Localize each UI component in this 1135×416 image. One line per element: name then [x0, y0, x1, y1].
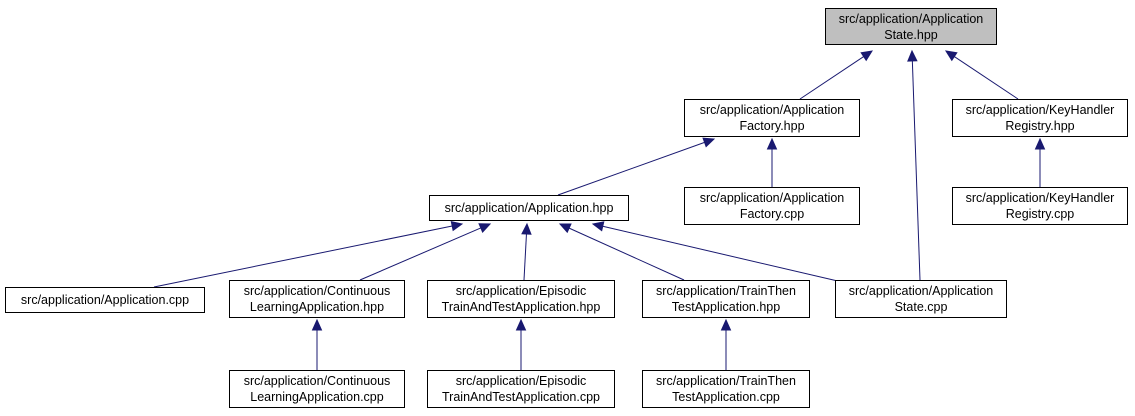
node-label-line: src/application/Application	[699, 191, 845, 205]
node-label-line: src/application/Application.cpp	[20, 293, 190, 307]
arrowhead-icon	[311, 318, 323, 331]
edge-layer	[153, 49, 1046, 370]
edge-line	[557, 141, 705, 196]
node-label-line: LearningApplication.hpp	[249, 300, 385, 314]
node-label-line: LearningApplication.cpp	[250, 390, 384, 404]
node-label-line: TestApplication.cpp	[672, 390, 780, 404]
edge-continuous_hpp-to-application_hpp	[359, 223, 492, 281]
edge-trainthen_cpp-to-trainthen_hpp	[720, 318, 732, 370]
edge-line	[568, 227, 685, 281]
edge-keyhandler_registry_hpp-to-app_state_hpp	[944, 50, 1019, 100]
edge-line	[602, 225, 843, 283]
node-label-line: State.cpp	[894, 300, 948, 314]
arrowhead-icon	[450, 220, 464, 232]
edge-line	[153, 225, 453, 288]
edge-line	[523, 233, 527, 281]
arrowhead-icon	[521, 222, 532, 235]
node-application-hpp[interactable]: src/application/Application.hpp	[429, 195, 629, 221]
node-label-line: src/application/KeyHandler	[965, 191, 1115, 205]
edge-line	[799, 56, 864, 100]
node-label-line: TrainAndTestApplication.hpp	[441, 300, 601, 314]
edge-application_hpp-to-app_factory_hpp	[557, 137, 716, 196]
arrowhead-icon	[591, 221, 605, 232]
edge-app_state_cpp-to-app_state_hpp	[907, 49, 921, 281]
node-label-line: src/application/Application	[838, 11, 984, 26]
edge-line	[911, 60, 921, 281]
edge-episodic_cpp-to-episodic_hpp	[515, 318, 527, 370]
node-label-line: State.hpp	[884, 27, 938, 42]
arrowhead-icon	[515, 318, 527, 331]
node-label-line: Registry.cpp	[1005, 207, 1075, 221]
edge-line	[359, 227, 482, 281]
arrowhead-icon	[1034, 137, 1046, 150]
node-label-line: src/application/Episodic	[455, 284, 587, 298]
edge-app_factory_cpp-to-app_factory_hpp	[766, 137, 778, 187]
arrowhead-icon	[702, 137, 716, 148]
node-label-line: TrainAndTestApplication.cpp	[442, 390, 600, 404]
edge-application_cpp-to-application_hpp	[153, 220, 464, 288]
arrowhead-icon	[860, 50, 874, 62]
arrowhead-icon	[907, 49, 918, 62]
arrowhead-icon	[478, 223, 492, 233]
node-label-line: src/application/Continuous	[243, 374, 391, 388]
edge-keyhandler_registry_cpp-to-keyhandler_registry_hpp	[1034, 137, 1046, 187]
node-label-line: Factory.cpp	[739, 207, 805, 221]
node-label-line: Factory.hpp	[739, 119, 805, 133]
edge-episodic_hpp-to-application_hpp	[521, 222, 532, 281]
edge-app_state_cpp-to-application_hpp	[591, 221, 843, 283]
edge-line	[954, 56, 1019, 100]
node-label-line: src/application/KeyHandler	[965, 103, 1115, 117]
node-label-line: src/application/Application	[699, 103, 845, 117]
arrowhead-icon	[766, 137, 778, 150]
edge-app_factory_hpp-to-app_state_hpp	[799, 50, 874, 100]
arrowhead-icon	[720, 318, 732, 331]
node-label-line: src/application/Episodic	[455, 374, 587, 388]
node-label-line: src/application/Application	[848, 284, 994, 298]
arrowhead-icon	[558, 223, 572, 234]
edge-continuous_cpp-to-continuous_hpp	[311, 318, 323, 370]
node-application-cpp[interactable]: src/application/Application.cpp	[5, 287, 205, 313]
arrowhead-icon	[944, 50, 958, 62]
node-label-line: Registry.hpp	[1005, 119, 1075, 133]
node-label-line: src/application/Application.hpp	[444, 201, 614, 215]
node-label-line: src/application/TrainThen	[656, 374, 796, 388]
node-label-line: src/application/Continuous	[243, 284, 391, 298]
node-label-line: src/application/TrainThen	[656, 284, 796, 298]
edge-trainthen_hpp-to-application_hpp	[558, 223, 685, 281]
node-label-line: TestApplication.hpp	[671, 300, 781, 314]
